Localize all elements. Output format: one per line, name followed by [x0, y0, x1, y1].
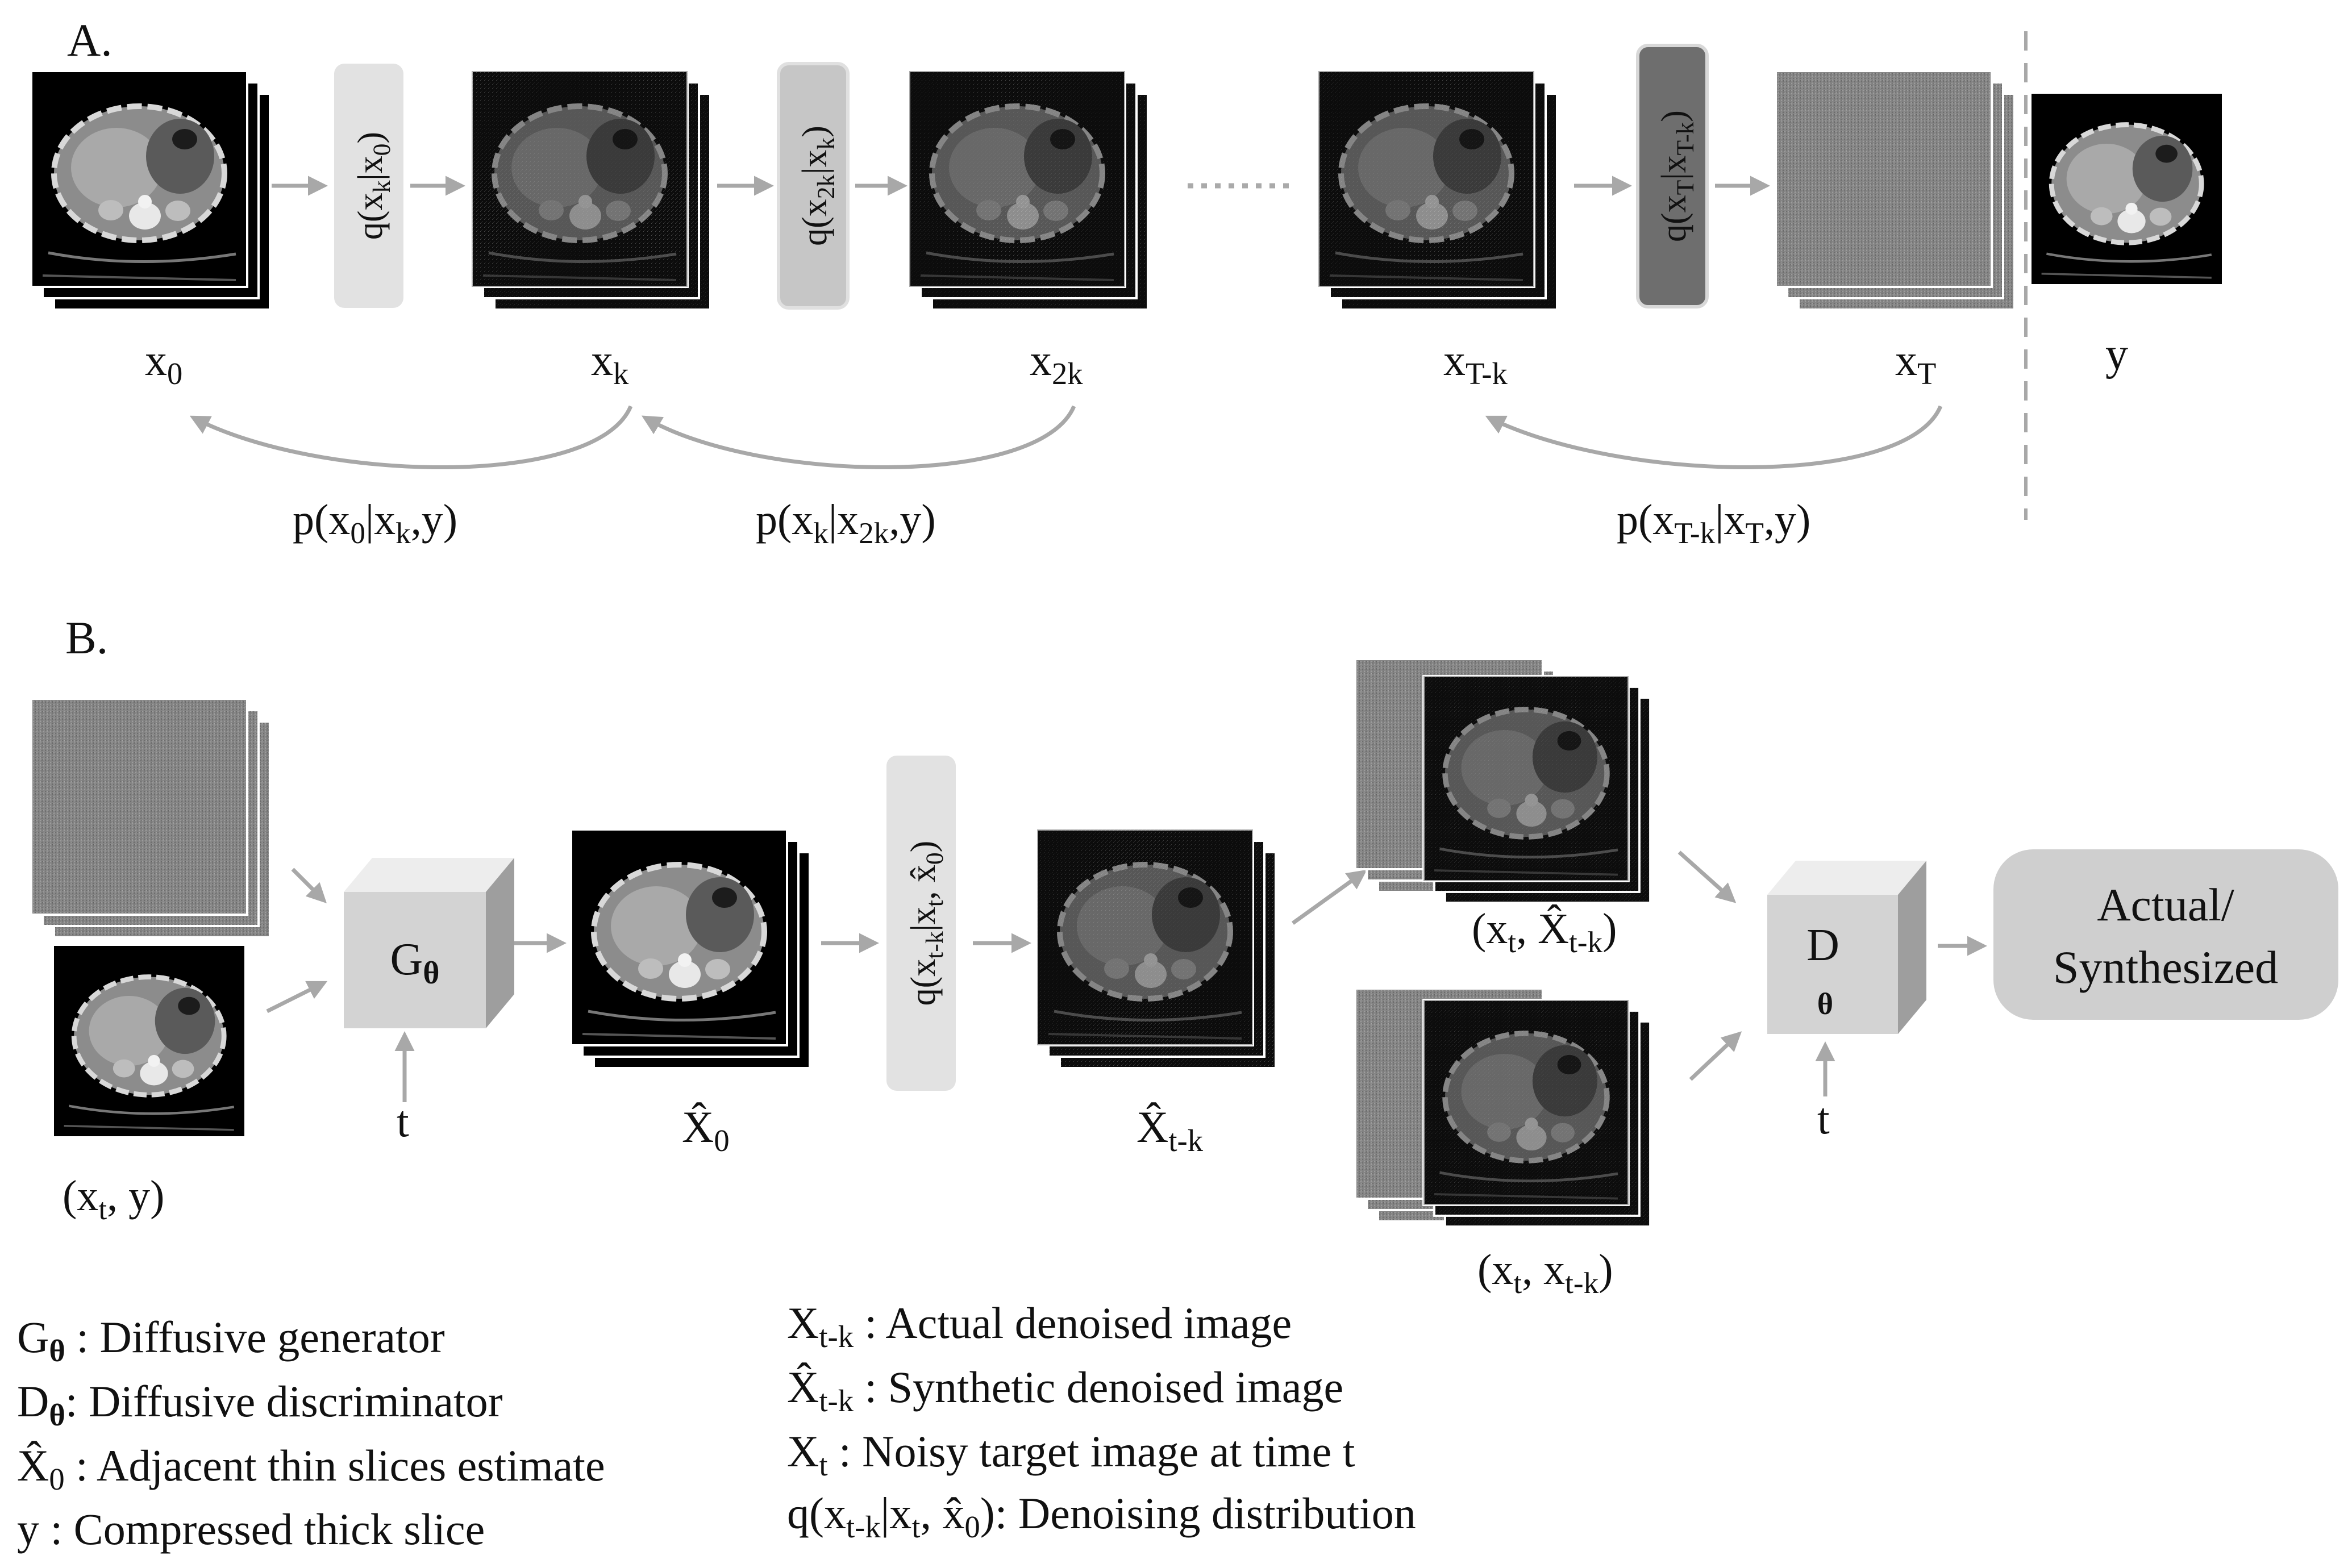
image-xTk	[1318, 71, 1557, 310]
forward-box-3: q(xT|xT-k)	[1636, 44, 1709, 308]
legend-item: Gθ : Diffusive generator	[17, 1312, 445, 1368]
svg-text:Actual/: Actual/	[2097, 879, 2234, 931]
svg-text:q(xT|xT-k): q(xT|xT-k)	[1655, 110, 1699, 242]
image-xk	[472, 71, 710, 310]
image-x0-hat	[571, 829, 810, 1068]
legend-item: X̂t-k : Synthetic denoised image	[787, 1362, 1343, 1418]
label-xT: xT	[1895, 335, 1936, 391]
label-x2k: x2k	[1030, 335, 1083, 391]
label-x0-hat: X̂0	[682, 1102, 730, 1158]
legend-item: X̂0 : Adjacent thin slices estimate	[17, 1441, 605, 1496]
legend-item: Xt : Noisy target image at time t	[787, 1427, 1355, 1482]
reverse-label-1: p(x0|xk,y)	[293, 496, 457, 550]
generator-cube: Gθ	[344, 858, 514, 1028]
label-y: y	[2105, 330, 2128, 380]
image-xt-noise	[30, 698, 271, 939]
image-synth-pair	[1354, 658, 1650, 903]
legend-item: Xt-k : Actual denoised image	[787, 1298, 1292, 1354]
label-xTk: xT-k	[1443, 335, 1508, 391]
image-x2k	[909, 71, 1148, 310]
discriminator-input-arrows	[1677, 850, 1835, 1096]
reverse-arrows	[189, 405, 1943, 470]
svg-text:D: D	[1806, 920, 1839, 970]
label-xtk-hat: X̂t-k	[1137, 1102, 1204, 1158]
forward-box-2: q(x2k|xk)	[777, 62, 850, 310]
svg-text:q(x2k|xk): q(x2k|xk)	[796, 126, 840, 246]
svg-text:θ: θ	[1817, 987, 1833, 1021]
image-y-input	[54, 946, 244, 1136]
denoise-box: q(xt-k|xt, x̂0)	[886, 756, 956, 1091]
forward-box-1: q(xk|x0)	[334, 64, 403, 308]
legend-item: q(xt-k|xt, x̂0): Denoising distribution	[787, 1488, 1416, 1544]
svg-text:q(xt-k|xt, x̂0): q(xt-k|xt, x̂0)	[904, 841, 948, 1006]
image-actual-pair	[1354, 987, 1650, 1227]
panel-a-label: A.	[67, 14, 113, 66]
svg-text:Synthesized: Synthesized	[2053, 941, 2278, 993]
image-xT	[1775, 70, 2016, 311]
reverse-label-2: p(xk|x2k,y)	[756, 496, 936, 550]
generator-input-arrows	[266, 868, 415, 1102]
output-box: Actual/ Synthesized	[1993, 849, 2338, 1020]
label-xk: xk	[591, 335, 629, 391]
legend-item: Dθ: Diffusive discriminator	[17, 1377, 503, 1432]
generator-t-label: t	[397, 1096, 409, 1146]
legend-item: y : Compressed thick slice	[17, 1504, 485, 1554]
image-xtk-hat	[1037, 829, 1276, 1068]
label-synth-pair: (xt, X̂t-k)	[1472, 904, 1617, 959]
image-x0	[31, 71, 270, 310]
svg-text:Gθ: Gθ	[390, 935, 439, 991]
label-actual-pair: (xt, xt-k)	[1477, 1246, 1613, 1300]
discriminator-cube: D θ	[1767, 861, 1926, 1034]
panel-b-label: B.	[65, 612, 108, 664]
legend-left: Gθ : Diffusive generator Dθ: Diffusive d…	[17, 1312, 605, 1554]
arrow-to-synth-pair	[1291, 869, 1367, 925]
discriminator-t-label: t	[1817, 1094, 1830, 1143]
reverse-label-3: p(xT-k|xT,y)	[1617, 496, 1810, 550]
image-y	[2032, 94, 2222, 284]
svg-text:q(xk|x0): q(xk|x0)	[351, 132, 396, 240]
legend-right: Xt-k : Actual denoised image X̂t-k : Syn…	[787, 1298, 1416, 1544]
label-input-pair: (xt, y)	[63, 1172, 164, 1226]
label-x0: x0	[145, 335, 182, 391]
